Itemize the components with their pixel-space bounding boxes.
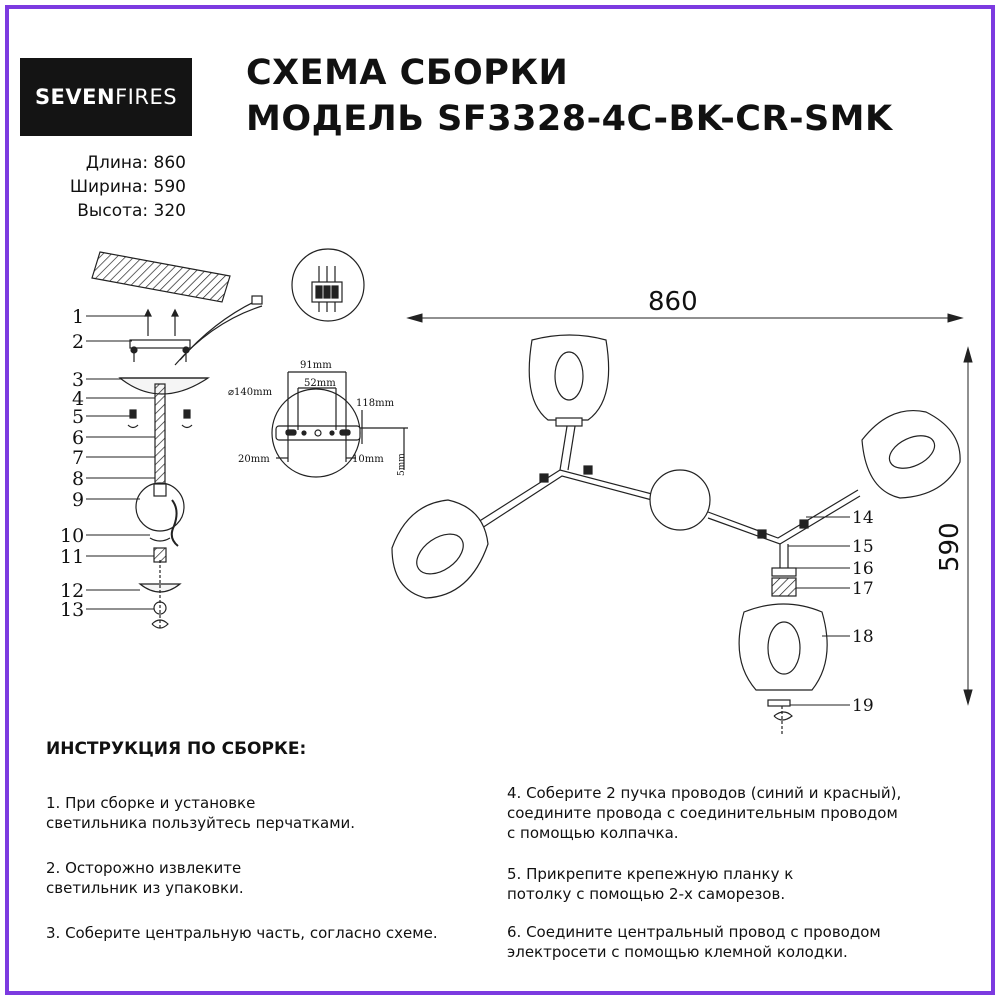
wire-connector-detail <box>251 248 365 322</box>
page-title: СХЕМА СБОРКИ <box>246 53 569 93</box>
overall-length-dimension <box>406 313 964 323</box>
part-number-1: 1 <box>72 306 84 328</box>
instruction-step-3: 3. Соберите центральную часть, согласно … <box>46 924 438 942</box>
part-number-16: 16 <box>852 559 874 579</box>
part-number-15: 15 <box>852 537 874 557</box>
instruction-step-6: 6. Соедините центральный провод с провод… <box>507 923 881 961</box>
dim-118-label: 118mm <box>356 398 395 409</box>
dim-91-label: 91mm <box>300 360 332 371</box>
right-part-labels: 14 15 16 17 18 19 <box>788 508 874 716</box>
dimension-length: Длина: 860 <box>85 153 186 173</box>
exploded-view <box>91 251 263 630</box>
part-number-7: 7 <box>72 447 84 469</box>
instruction-step-1: 1. При сборке и установке светильника по… <box>46 794 356 832</box>
overall-width-dimension <box>963 346 973 706</box>
dimension-width: Ширина: 590 <box>69 177 186 197</box>
assembly-diagram: ⌀140mm 91mm 52mm 118mm 20mm 10mm 5mm 1 2… <box>60 248 973 736</box>
part-number-13: 13 <box>60 599 84 621</box>
instruction-step-5: 5. Прикрепите крепежную планку к потолку… <box>507 865 794 903</box>
overall-length-label: 860 <box>648 287 698 317</box>
page-border <box>5 5 995 995</box>
instructions-heading: ИНСТРУКЦИЯ ПО СБОРКЕ: <box>46 739 307 759</box>
part-number-9: 9 <box>72 489 84 511</box>
dim-10-label: 10mm <box>352 454 384 465</box>
dim-140-label: ⌀140mm <box>228 387 273 398</box>
part-number-4: 4 <box>72 388 84 410</box>
logo-bold-text: SEVEN <box>34 85 116 109</box>
left-part-labels: 1 2 3 4 5 6 7 8 9 10 11 12 13 <box>60 306 155 621</box>
part-number-12: 12 <box>60 580 84 602</box>
part-number-8: 8 <box>72 468 84 490</box>
mounting-plate-detail <box>271 371 408 478</box>
part-number-2: 2 <box>72 331 84 353</box>
part-number-14: 14 <box>852 508 874 528</box>
instruction-step-4: 4. Соберите 2 пучка проводов (синий и кр… <box>507 784 902 842</box>
part-number-10: 10 <box>60 525 84 547</box>
part-number-18: 18 <box>852 627 874 647</box>
dim-52-label: 52mm <box>304 378 336 389</box>
part-number-3: 3 <box>72 369 84 391</box>
dim-5-label: 5mm <box>397 453 407 476</box>
overall-width-label: 590 <box>935 522 965 572</box>
part-number-19: 19 <box>852 696 874 716</box>
part-number-17: 17 <box>852 579 874 599</box>
model-title: МОДЕЛЬ SF3328-4C-BK-CR-SMK <box>246 99 893 139</box>
instruction-step-2: 2. Осторожно извлеките светильник из упа… <box>46 859 244 897</box>
lamp-assembled <box>391 334 961 736</box>
dimension-height: Высота: 320 <box>77 201 186 221</box>
part-number-6: 6 <box>72 427 84 449</box>
logo-light-text: FIRES <box>115 85 178 109</box>
part-number-5: 5 <box>72 406 84 428</box>
part-number-11: 11 <box>60 546 84 568</box>
dim-20-label: 20mm <box>238 454 270 465</box>
